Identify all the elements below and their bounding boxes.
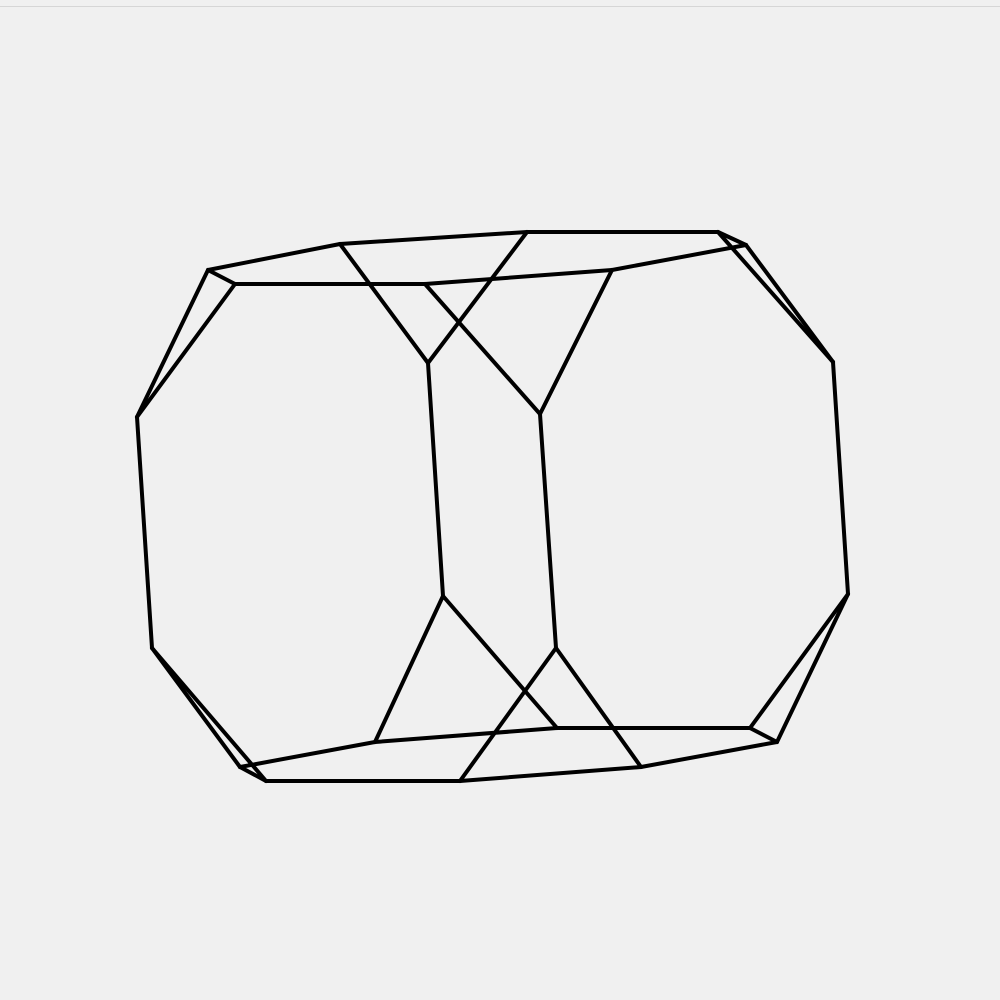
edge (426, 361, 445, 598)
edge (748, 592, 850, 730)
edge (610, 243, 748, 272)
edge (373, 726, 559, 744)
edge (423, 268, 614, 286)
top-border-line (0, 6, 1000, 7)
edge (338, 230, 529, 246)
edge (831, 360, 850, 596)
edge (238, 740, 377, 769)
edge (135, 415, 154, 650)
edge (744, 243, 835, 364)
edge (441, 594, 559, 730)
edge (135, 268, 210, 419)
edge (426, 230, 529, 365)
edge (206, 242, 342, 272)
edge (538, 268, 614, 416)
edge (538, 412, 558, 650)
edge (238, 765, 268, 783)
edge (338, 242, 430, 365)
edge (150, 646, 268, 783)
edge (716, 230, 748, 247)
edge (423, 282, 542, 416)
edge (554, 646, 643, 769)
edge (206, 268, 237, 286)
edge (135, 282, 237, 419)
edge (639, 740, 779, 769)
edge (373, 594, 445, 744)
edge (458, 646, 558, 783)
edge (775, 592, 850, 744)
edge (716, 230, 835, 364)
edge (748, 726, 779, 744)
edge (458, 765, 643, 783)
